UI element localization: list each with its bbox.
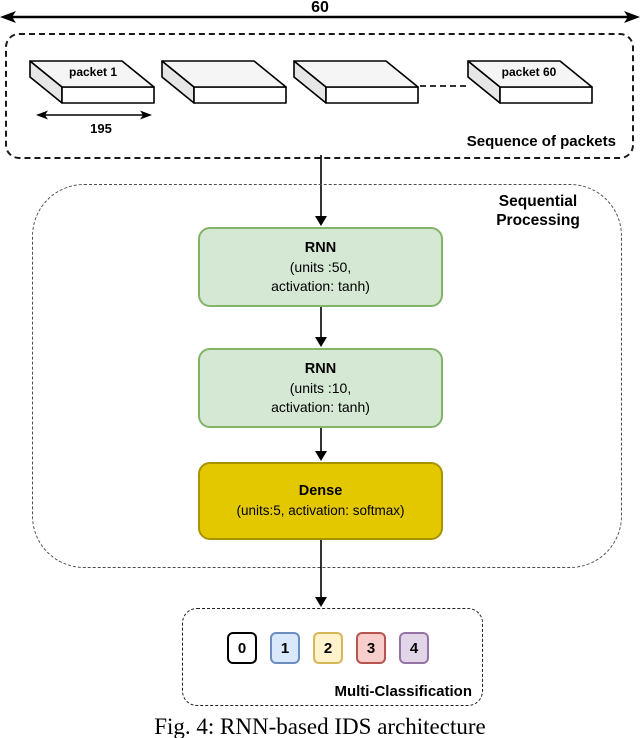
sequence-length-label: 60 bbox=[311, 0, 329, 16]
sequence-of-packets-box bbox=[5, 33, 634, 159]
class-4-chip: 4 bbox=[399, 632, 429, 664]
packet-slab bbox=[293, 60, 419, 104]
arrow-rnn1-to-rnn2 bbox=[315, 307, 327, 347]
figure-caption: Fig. 4: RNN-based IDS architecture bbox=[154, 714, 486, 738]
arrow-dense-to-classification bbox=[315, 540, 327, 607]
dense-layer-title: Dense bbox=[298, 483, 343, 499]
rnn-layer-2-params: (units :10, activation: tanh) bbox=[271, 379, 370, 415]
packet-1-label: packet 1 bbox=[68, 65, 118, 79]
rnn-layer-1-box: RNN (units :50, activation: tanh) bbox=[198, 227, 443, 307]
class-3-chip: 3 bbox=[356, 632, 386, 664]
class-0-chip: 0 bbox=[227, 632, 257, 664]
packet-ellipsis-dashes bbox=[420, 85, 466, 87]
class-2-chip: 2 bbox=[313, 632, 343, 664]
multi-classification-label: Multi-Classification bbox=[334, 683, 472, 700]
rnn-layer-2-box: RNN (units :10, activation: tanh) bbox=[198, 348, 443, 428]
sequence-of-packets-label: Sequence of packets bbox=[466, 133, 616, 150]
multi-classification-box: 0 1 2 3 4 Multi-Classification bbox=[182, 608, 483, 706]
packet-1-slab bbox=[29, 60, 155, 104]
arrow-packets-to-rnn1 bbox=[315, 155, 327, 226]
sequential-processing-box bbox=[32, 184, 622, 568]
packet-60-slab bbox=[467, 60, 593, 104]
rnn-layer-1-params: (units :50, activation: tanh) bbox=[271, 258, 370, 294]
class-output-row: 0 1 2 3 4 bbox=[227, 632, 429, 664]
rnn-layer-2-title: RNN bbox=[304, 360, 337, 377]
packet-width-label: 195 bbox=[90, 121, 112, 136]
sequential-processing-label: Sequential Processing bbox=[496, 193, 580, 229]
rnn-layer-1-title: RNN bbox=[304, 239, 337, 256]
packet-width-arrow bbox=[36, 110, 152, 120]
arrow-rnn2-to-dense bbox=[315, 428, 327, 461]
sequence-length-arrow bbox=[0, 11, 640, 23]
dense-layer-params: (units:5, activation: softmax) bbox=[236, 503, 405, 518]
packet-60-label: packet 60 bbox=[501, 65, 557, 79]
packet-slab bbox=[161, 60, 287, 104]
dense-layer-box: Dense (units:5, activation: softmax) bbox=[198, 462, 443, 540]
class-1-chip: 1 bbox=[270, 632, 300, 664]
